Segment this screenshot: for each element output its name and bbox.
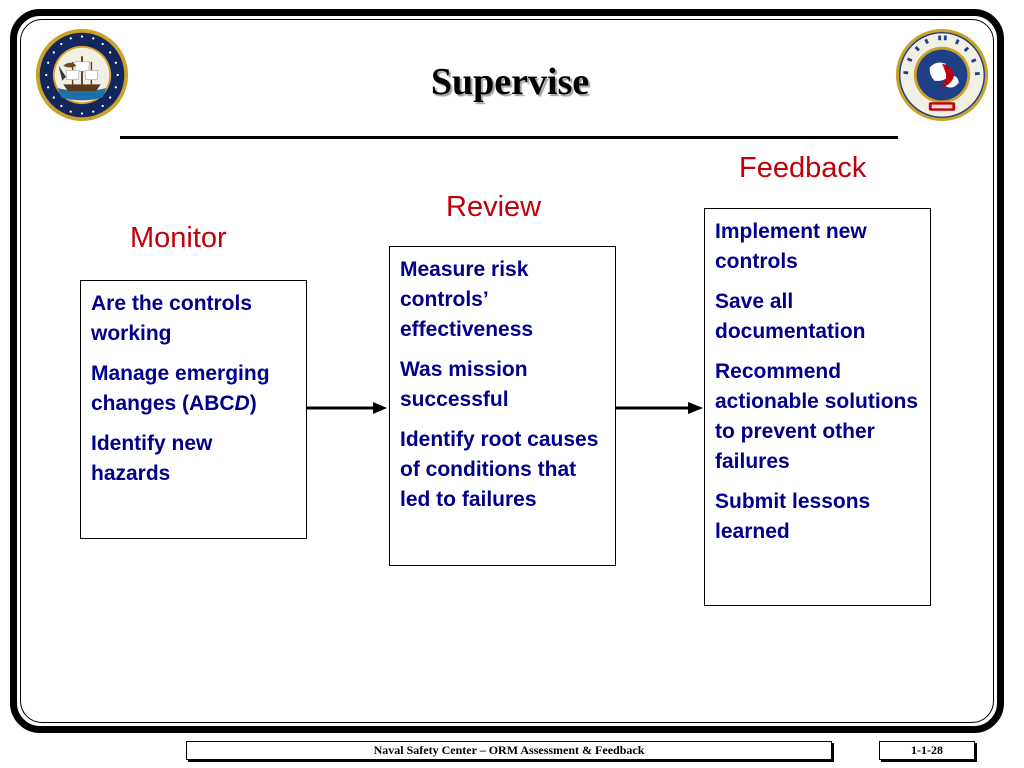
naval-safety-center-seal-logo [895, 28, 989, 122]
monitor-item: Are the controls working [91, 292, 253, 345]
arrow-right-icon [616, 402, 703, 414]
title-underline [120, 136, 898, 139]
review-box: Measure risk controls’ effectiveness Was… [389, 246, 616, 566]
monitor-item-italic-letter: D [234, 392, 250, 415]
feedback-item: Submit lessons learned [715, 490, 871, 543]
footer-title: Naval Safety Center – ORM Assessment & F… [186, 741, 832, 760]
stage-label-feedback: Feedback [739, 152, 867, 184]
review-item: Measure risk controls’ effectiveness [400, 258, 534, 341]
navy-seal-logo [35, 28, 129, 122]
review-item: Identify root causes of conditions that … [400, 428, 599, 511]
monitor-item-suffix: ) [249, 392, 257, 415]
stage-label-monitor: Monitor [130, 222, 227, 254]
feedback-item: Save all documentation [715, 290, 866, 343]
monitor-item-text: Manage emerging changes (ABC [91, 362, 270, 415]
slide-frame [10, 9, 1004, 733]
feedback-box: Implement new controls Save all document… [704, 208, 931, 606]
feedback-item: Implement new controls [715, 220, 867, 273]
arrow-right-icon [307, 402, 387, 414]
review-item: Was mission successful [400, 358, 528, 411]
slide-frame-inner [20, 19, 994, 723]
stage-label-review: Review [446, 191, 542, 223]
monitor-box: Are the controls working Manage emerging… [80, 280, 307, 539]
slide-title: Supervise [430, 61, 590, 103]
feedback-item: Recommend actionable solutions to preven… [715, 360, 919, 473]
monitor-item: Manage emerging changes (ABCD) [91, 359, 296, 419]
slide-number: 1-1-28 [879, 741, 975, 760]
monitor-item: Identify new hazards [91, 432, 213, 485]
